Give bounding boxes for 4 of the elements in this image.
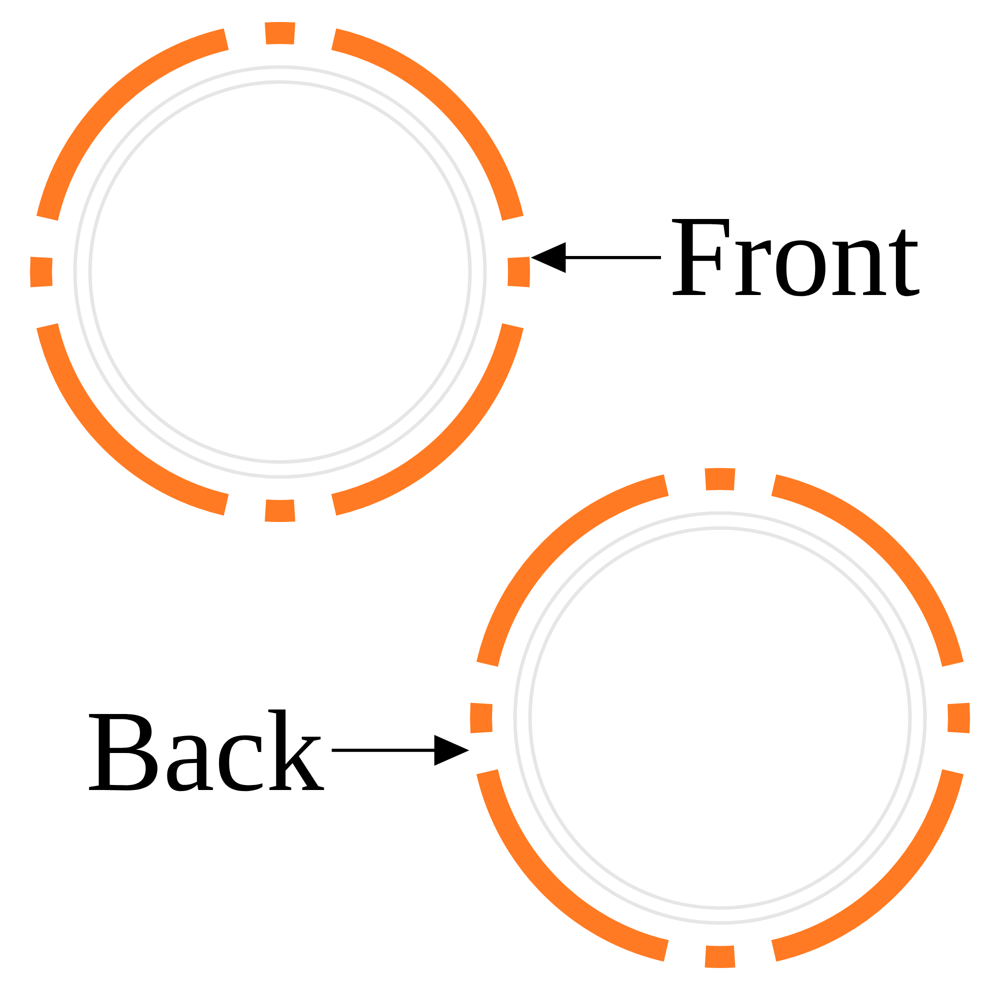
side-label: Back	[89, 710, 324, 792]
chip-drawing	[470, 468, 970, 968]
side-label: Front	[672, 219, 920, 296]
chip-drawing	[30, 22, 530, 522]
